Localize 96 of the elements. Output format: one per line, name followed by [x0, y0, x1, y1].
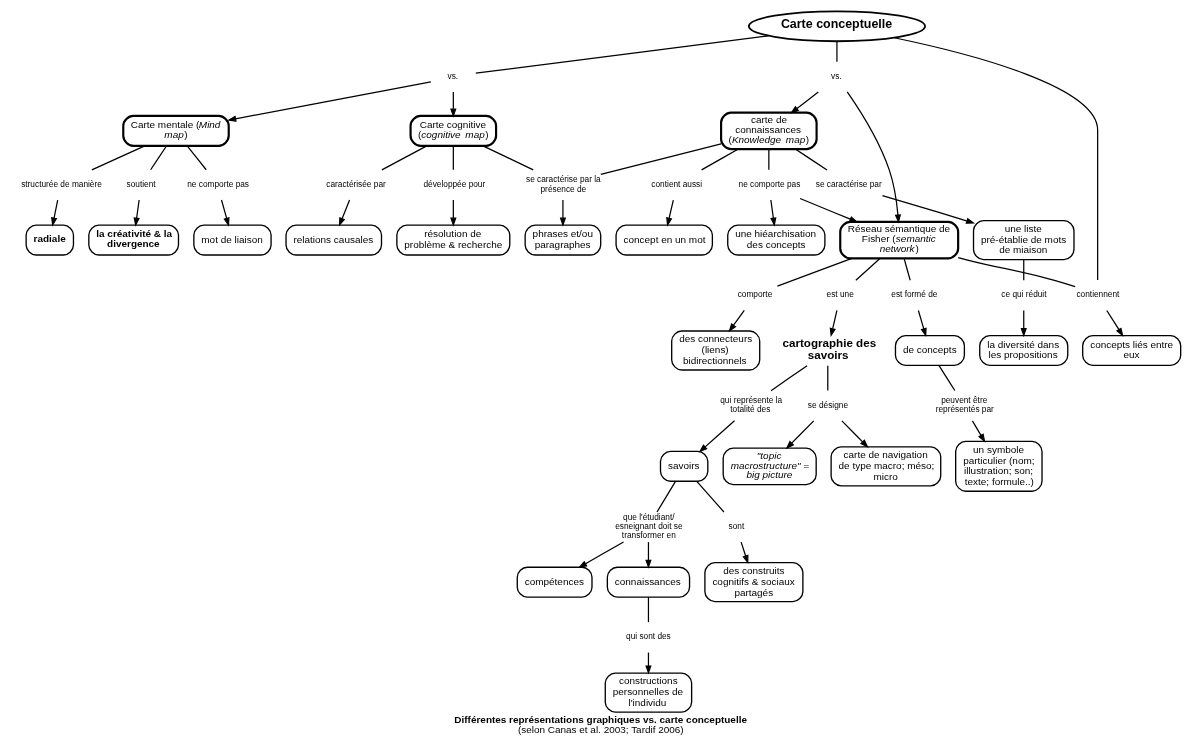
connector [700, 148, 739, 171]
node-box: relations causales [284, 224, 382, 256]
connector [380, 145, 427, 171]
arrow [789, 91, 819, 114]
node-text: vs. [830, 70, 842, 81]
connector [474, 35, 769, 74]
connector [647, 596, 649, 623]
node-text: développée pour [422, 178, 485, 189]
node-box: Carte mentale (Mind map) [121, 114, 230, 147]
node-text: se caractérise par la présence de [525, 174, 601, 194]
node-box: compétences [516, 566, 593, 598]
arrow [226, 81, 431, 122]
node-text: ne comporte pas [738, 178, 800, 189]
arrow [133, 199, 140, 227]
node-box: constructions personnelles de l'individu [604, 672, 692, 713]
node-box: des connecteurs (liens) bidirectionnels [670, 330, 760, 371]
connector [655, 480, 676, 513]
arrow [785, 420, 814, 450]
arrow [917, 309, 927, 338]
node-box: "topic macrostructure" = big picture [722, 447, 817, 486]
connector [149, 145, 167, 171]
arrow [727, 309, 745, 333]
node-text: contient aussi [650, 178, 702, 189]
arrow [769, 199, 776, 227]
node-text: est formé de [890, 289, 937, 300]
connector [794, 148, 828, 171]
node-box: une hiéarchisation des concepts [726, 224, 826, 256]
connector [695, 480, 725, 513]
arrow [846, 91, 901, 224]
node-box: une liste pré-établie de mots de miaison [972, 219, 1075, 261]
connector [776, 257, 853, 287]
node-ellipse: Carte conceptuelle [747, 10, 926, 43]
node-box: carte de connaissances (Knowledge map) [719, 111, 818, 151]
connector [854, 257, 881, 281]
arrow [740, 541, 748, 565]
node-box: des construits cognitifs & sociaux partagés [703, 562, 804, 603]
node-box: mot de liaison [192, 224, 272, 256]
arrow [577, 541, 624, 568]
connector [1022, 259, 1024, 281]
node-box: Réseau sémantique de Fisher (semantic network) [838, 220, 959, 260]
node-box: un symbole particulier (nom; illustration; son; texte; formule..) [954, 440, 1043, 492]
node-box: de concepts [894, 334, 965, 367]
node-text: vs. [447, 70, 458, 81]
node-box: Carte cognitive (cognitive map) [409, 114, 497, 147]
arrow [698, 420, 735, 453]
connector [893, 37, 1098, 281]
node-text: sont [728, 521, 744, 532]
node-text: se caractérise par [815, 178, 882, 189]
node-text: cartographie des savoirs [782, 336, 876, 361]
node-box: radiale [24, 224, 74, 256]
node-box: la diversité dans les propositions [978, 334, 1068, 367]
connector [90, 145, 145, 171]
node-box: phrases et/ou paragraphes [524, 224, 601, 256]
connector [767, 148, 769, 171]
connector [957, 257, 1076, 288]
connector [452, 145, 454, 171]
node-box: résolution de problème & recherche [395, 224, 510, 256]
connector [902, 257, 911, 281]
connector [835, 40, 838, 63]
connector [769, 365, 808, 392]
node-box: concept en un mot [614, 224, 713, 256]
arrow [881, 194, 975, 224]
arrow [559, 199, 566, 227]
node-text: peuvent être représentés par [935, 395, 994, 415]
node-text: est une [826, 289, 854, 300]
node-text: caractérisée par [325, 178, 386, 189]
node-text: que l'étudiant/ esneignant doit se transformer en [614, 511, 683, 541]
node-text: ce qui réduit [1000, 289, 1047, 300]
arrow [840, 420, 869, 449]
node-box: la créativité & la divergence [87, 224, 179, 256]
node-text: structurée de manière [20, 178, 102, 189]
node-box: savoirs [659, 450, 708, 482]
node-text: qui représente la totalité des [719, 395, 782, 415]
connector [599, 143, 722, 176]
connector [937, 365, 955, 392]
connector [481, 145, 534, 171]
node-text: soutient [126, 178, 156, 189]
node-box: connaissances [606, 566, 690, 598]
arrow [338, 199, 350, 227]
arrow [829, 309, 838, 338]
arrow [971, 420, 985, 443]
arrow [220, 199, 230, 227]
node-box: carte de navigation de type macro; méso; micro [829, 446, 941, 487]
node-box: concepts liés entre eux [1081, 334, 1181, 367]
connector [826, 365, 828, 392]
node-text: contiennent [1075, 289, 1119, 300]
arrow [665, 199, 674, 227]
arrow [1105, 309, 1124, 337]
node-text: se désigne [807, 399, 848, 410]
diagram-title: Différentes représentations graphiques vs. carte conceptuelle [453, 713, 747, 725]
node-text: ne comporte pas [186, 178, 249, 189]
arrow [798, 197, 858, 223]
connector [186, 145, 207, 171]
arrow [50, 199, 58, 227]
node-text: qui sont des [625, 631, 671, 642]
node-text: comporte [737, 289, 772, 300]
